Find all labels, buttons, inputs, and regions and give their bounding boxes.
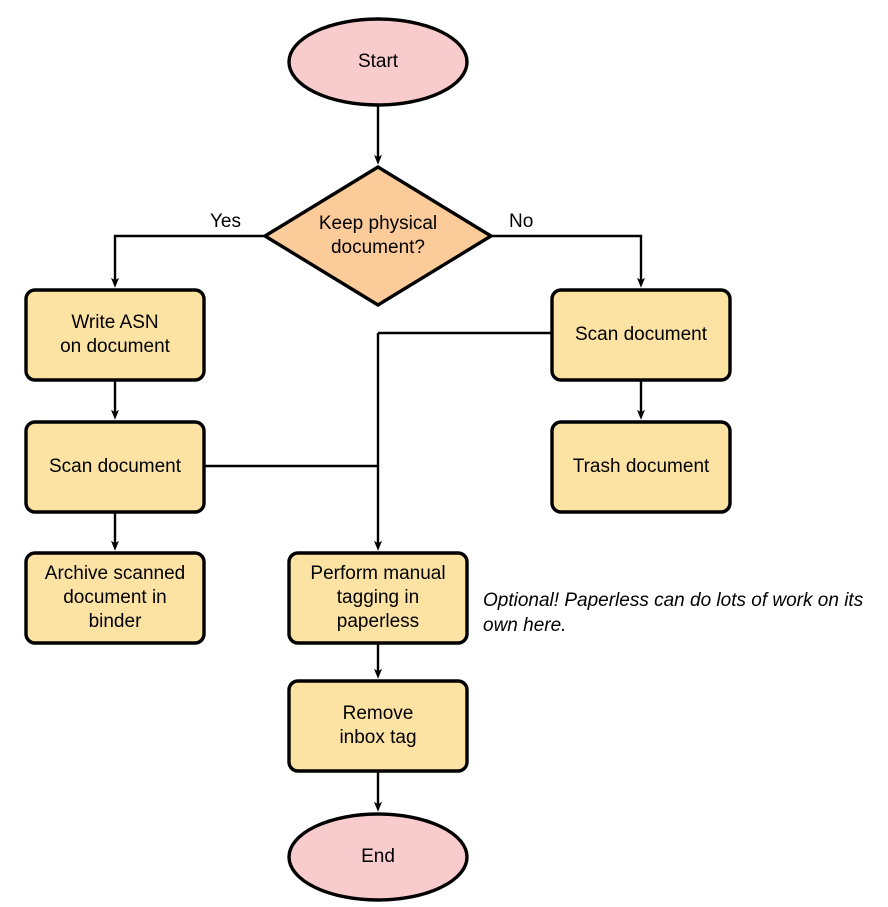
- node-write-asn[interactable]: [24, 288, 206, 382]
- edge-label-no: No: [509, 211, 534, 232]
- node-manual-tagging[interactable]: [287, 551, 469, 645]
- node-layer: [24, 17, 732, 902]
- node-start[interactable]: [287, 17, 469, 107]
- node-scan-document-right[interactable]: [550, 288, 732, 382]
- annotation-optional-note: Optional! Paperless can do lots of work …: [483, 590, 864, 636]
- node-trash-document[interactable]: [550, 420, 732, 514]
- node-end[interactable]: [287, 812, 469, 902]
- node-remove-inbox-tag[interactable]: [287, 679, 469, 773]
- node-archive-binder[interactable]: [24, 551, 206, 645]
- node-scan-document-left[interactable]: [24, 420, 206, 514]
- edge-decision-no: [491, 234, 645, 288]
- edge-label-yes: Yes: [210, 211, 241, 232]
- edge-layer: [111, 105, 645, 812]
- edge-decision-yes: [111, 234, 265, 288]
- node-decision[interactable]: [261, 165, 495, 307]
